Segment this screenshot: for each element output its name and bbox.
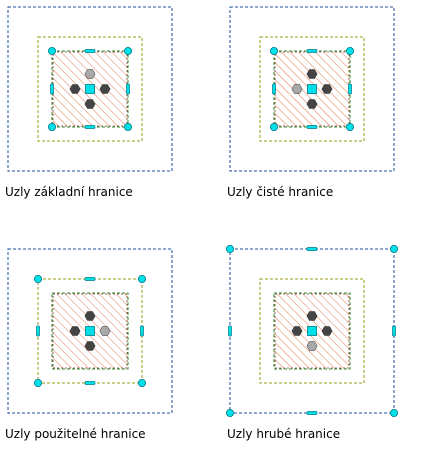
node-hexagon-icon[interactable] bbox=[84, 99, 96, 109]
panel-ciste: Uzly čisté hranice bbox=[227, 6, 395, 199]
corner-grip-icon[interactable] bbox=[225, 408, 234, 417]
net-boundary bbox=[51, 292, 129, 370]
node-hexagon-icon[interactable] bbox=[84, 311, 96, 321]
corner-grip-icon[interactable] bbox=[34, 378, 43, 387]
corner-grip-icon[interactable] bbox=[124, 123, 133, 132]
gross-boundary bbox=[229, 6, 395, 172]
edge-grip-icon[interactable] bbox=[126, 83, 130, 95]
node-hexagon-icon[interactable] bbox=[291, 326, 303, 336]
edge-grip-icon[interactable] bbox=[348, 83, 352, 95]
usable-boundary bbox=[259, 36, 365, 142]
node-hexagon-icon[interactable] bbox=[69, 326, 81, 336]
node-hexagon-icon[interactable] bbox=[69, 84, 81, 94]
center-grip-icon[interactable] bbox=[307, 326, 317, 336]
node-hexagon-icon[interactable] bbox=[84, 69, 96, 79]
panel-label: Uzly čisté hranice bbox=[227, 185, 333, 199]
gross-boundary bbox=[7, 6, 173, 172]
edge-grip-icon[interactable] bbox=[84, 381, 96, 385]
edge-grip-icon[interactable] bbox=[306, 247, 318, 251]
panel-zakladni: Uzly základní hranice bbox=[5, 6, 173, 199]
node-hexagon-icon[interactable] bbox=[306, 341, 318, 351]
node-hexagon-icon[interactable] bbox=[321, 84, 333, 94]
edge-grip-icon[interactable] bbox=[392, 325, 396, 337]
node-hexagon-icon[interactable] bbox=[84, 341, 96, 351]
corner-grip-icon[interactable] bbox=[137, 274, 146, 283]
corner-grip-icon[interactable] bbox=[345, 47, 354, 56]
node-hexagon-icon[interactable] bbox=[306, 69, 318, 79]
edge-grip-icon[interactable] bbox=[306, 411, 318, 415]
edge-grip-icon[interactable] bbox=[84, 49, 96, 53]
edge-grip-icon[interactable] bbox=[306, 125, 318, 129]
corner-grip-icon[interactable] bbox=[389, 408, 398, 417]
panel-pouzitelne: Uzly použitelné hranice bbox=[5, 248, 173, 441]
edge-grip-icon[interactable] bbox=[84, 125, 96, 129]
corner-grip-icon[interactable] bbox=[48, 123, 57, 132]
corner-grip-icon[interactable] bbox=[124, 47, 133, 56]
usable-boundary bbox=[259, 278, 365, 384]
center-grip-icon[interactable] bbox=[85, 326, 95, 336]
edge-grip-icon[interactable] bbox=[50, 83, 54, 95]
corner-grip-icon[interactable] bbox=[48, 47, 57, 56]
panel-label: Uzly hrubé hranice bbox=[227, 427, 340, 441]
node-hexagon-icon[interactable] bbox=[306, 99, 318, 109]
node-hexagon-icon[interactable] bbox=[99, 326, 111, 336]
corner-grip-icon[interactable] bbox=[345, 123, 354, 132]
panel-label: Uzly základní hranice bbox=[5, 185, 133, 199]
node-hexagon-icon[interactable] bbox=[99, 84, 111, 94]
gross-boundary bbox=[7, 248, 173, 414]
corner-grip-icon[interactable] bbox=[389, 244, 398, 253]
node-hexagon-icon[interactable] bbox=[291, 84, 303, 94]
corner-grip-icon[interactable] bbox=[137, 378, 146, 387]
corner-grip-icon[interactable] bbox=[269, 123, 278, 132]
edge-grip-icon[interactable] bbox=[228, 325, 232, 337]
usable-boundary bbox=[37, 36, 143, 142]
corner-grip-icon[interactable] bbox=[269, 47, 278, 56]
panel-label: Uzly použitelné hranice bbox=[5, 427, 146, 441]
node-hexagon-icon[interactable] bbox=[321, 326, 333, 336]
net-boundary bbox=[273, 292, 351, 370]
edge-grip-icon[interactable] bbox=[306, 49, 318, 53]
center-grip-icon[interactable] bbox=[307, 84, 317, 94]
corner-grip-icon[interactable] bbox=[34, 274, 43, 283]
edge-grip-icon[interactable] bbox=[140, 325, 144, 337]
panel-hrube: Uzly hrubé hranice bbox=[225, 244, 398, 441]
corner-grip-icon[interactable] bbox=[225, 244, 234, 253]
edge-grip-icon[interactable] bbox=[36, 325, 40, 337]
center-grip-icon[interactable] bbox=[85, 84, 95, 94]
node-hexagon-icon[interactable] bbox=[306, 311, 318, 321]
edge-grip-icon[interactable] bbox=[272, 83, 276, 95]
edge-grip-icon[interactable] bbox=[84, 277, 96, 281]
